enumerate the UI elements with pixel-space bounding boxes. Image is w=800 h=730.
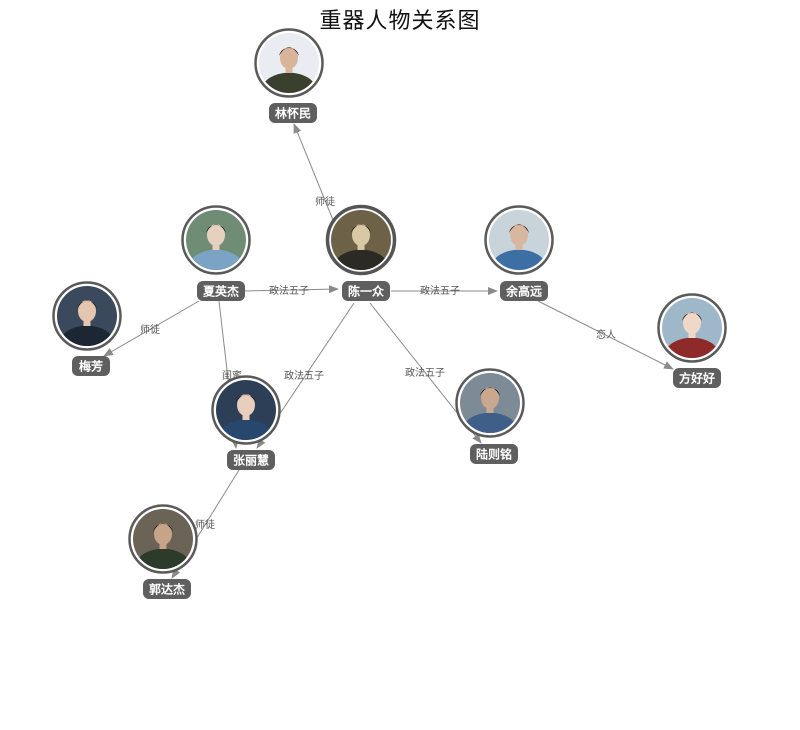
node-name: 张丽慧	[233, 453, 269, 468]
edge-label: 恋人	[596, 328, 616, 341]
edge-line	[103, 300, 200, 357]
node-name: 余高远	[505, 284, 542, 299]
edge-line	[293, 123, 334, 221]
node-guodajie[interactable]: 郭达杰	[128, 504, 198, 600]
edge-line	[537, 300, 674, 370]
node-name-pill[interactable]: 夏英杰	[197, 281, 245, 301]
node-name: 陈一众	[348, 284, 385, 299]
edge-line	[244, 285, 339, 294]
node-name-pill[interactable]: 梅芳	[72, 356, 110, 376]
node-fanghaohao[interactable]: 方好好	[657, 293, 727, 389]
edge-chenyizhong-yugaoyuan[interactable]: 政法五子	[391, 284, 498, 297]
edge-yugaoyuan-fanghaohao[interactable]: 恋人	[537, 300, 674, 370]
man-in-blue-shirt-portrait	[489, 210, 549, 270]
edge-label: 政法五子	[405, 366, 445, 379]
edge-label: 政法五子	[269, 284, 309, 297]
edge-xiayingjie-meifang[interactable]: 师徒	[103, 300, 200, 357]
woman-in-blue-portrait	[216, 380, 276, 440]
node-name: 方好好	[679, 371, 715, 386]
node-chenyizhong[interactable]: 陈一众	[325, 204, 397, 302]
node-name: 陆则铭	[476, 447, 512, 462]
page-title: 重器人物关系图	[319, 9, 481, 34]
node-name-pill[interactable]: 林怀民	[269, 103, 317, 123]
node-yugaoyuan[interactable]: 余高远	[484, 205, 554, 302]
military-officer-portrait	[259, 33, 319, 93]
woman-in-red-portrait	[662, 298, 722, 358]
node-name: 郭达杰	[149, 582, 185, 597]
node-name-pill[interactable]: 余高远	[500, 281, 548, 301]
edge-xiayingjie-chenyizhong[interactable]: 政法五子	[244, 284, 339, 297]
edge-label: 师徒	[195, 518, 215, 531]
edge-label: 师徒	[140, 323, 160, 336]
edge-label: 政法五子	[284, 369, 324, 382]
node-zhanglihui[interactable]: 张丽慧	[211, 375, 281, 471]
woman-outdoors-portrait	[186, 210, 246, 270]
man-in-lab-portrait	[331, 210, 391, 270]
node-name-pill[interactable]: 陆则铭	[470, 444, 518, 464]
node-name-pill[interactable]: 张丽慧	[227, 450, 275, 470]
node-name-pill[interactable]: 郭达杰	[143, 579, 191, 599]
node-name: 林怀民	[275, 106, 311, 121]
edge-label: 师徒	[315, 195, 335, 208]
node-xiayingjie[interactable]: 夏英杰	[181, 205, 251, 302]
edge-label: 政法五子	[420, 284, 460, 297]
older-officer-portrait	[133, 509, 193, 569]
node-name-pill[interactable]: 陈一众	[342, 281, 390, 301]
node-name: 梅芳	[79, 359, 103, 374]
edge-chenyizhong-linhuaimin[interactable]: 师徒	[293, 123, 335, 221]
edges-layer: 师徒政法五子政法五子政法五子政法五子师徒闺蜜恋人师徒	[103, 123, 674, 579]
node-name-pill[interactable]: 方好好	[673, 368, 721, 388]
node-luzeming[interactable]: 陆则铭	[455, 368, 525, 465]
node-name: 夏英杰	[203, 284, 239, 299]
man-outdoors-portrait	[460, 373, 520, 433]
node-meifang[interactable]: 梅芳	[52, 281, 122, 377]
node-linhuaimin[interactable]: 林怀民	[254, 28, 324, 124]
woman-in-uniform-portrait	[57, 286, 117, 346]
